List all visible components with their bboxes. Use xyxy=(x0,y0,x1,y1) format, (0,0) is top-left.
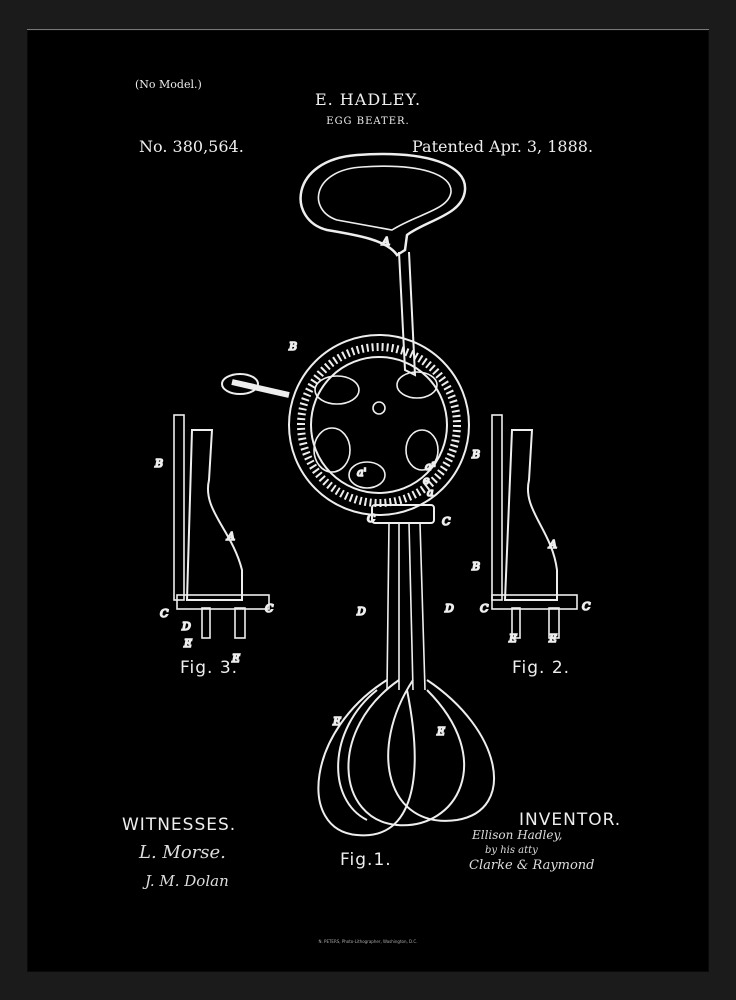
beater-shaft xyxy=(371,504,435,691)
label-C: C xyxy=(442,515,451,528)
label-A: A xyxy=(381,235,390,248)
inventor-heading: INVENTOR. xyxy=(519,810,622,830)
patent-number: No. 380,564. xyxy=(139,137,244,156)
patent-title: EGG BEATER. xyxy=(326,116,410,127)
label-e: e xyxy=(423,474,430,487)
fig3-label-A: A xyxy=(226,530,235,543)
fig2-label-B: B xyxy=(471,560,480,573)
label-D: D xyxy=(356,605,366,618)
fig2-section xyxy=(491,414,578,639)
egg-beater-drawing: A B C C D D E E a² a e a' B A C C D E E … xyxy=(153,152,592,837)
by-attorney: by his atty xyxy=(485,845,538,856)
label-a1: a' xyxy=(357,466,367,479)
label-D: D xyxy=(444,602,454,615)
fig3-label-B: B xyxy=(154,457,163,470)
fig3-section xyxy=(173,414,270,639)
inventor-name: E. HADLEY. xyxy=(314,90,422,109)
fig2-label-C: C xyxy=(582,600,591,613)
attorney-signature: Clarke & Raymond xyxy=(469,858,595,873)
label-C: C xyxy=(367,512,376,525)
fig2-label-A: A xyxy=(548,538,557,551)
patent-date: Patented Apr. 3, 1888. xyxy=(412,137,594,156)
fig3-label-E: E xyxy=(231,652,240,665)
fig3-caption: Fig. 3. xyxy=(180,658,239,678)
no-model-note: (No Model.) xyxy=(135,78,202,91)
witnesses-heading: WITNESSES. xyxy=(122,815,237,835)
fig3-label-D: D xyxy=(181,620,191,633)
whisk-loops xyxy=(317,679,495,837)
fig3-label-E: E xyxy=(183,637,192,650)
fig1-caption: Fig.1. xyxy=(340,850,392,870)
witness-signature: L. Morse. xyxy=(139,842,226,863)
fig3-label-C: C xyxy=(160,607,169,620)
handle xyxy=(299,152,467,377)
inventor-signature: Ellison Hadley, xyxy=(472,828,563,842)
label-a: a xyxy=(427,486,434,499)
patent-poster: (No Model.) E. HADLEY. EGG BEATER. No. 3… xyxy=(27,29,709,972)
label-E: E xyxy=(332,715,341,728)
crank-handle xyxy=(221,373,290,398)
label-a2: a² xyxy=(425,460,436,473)
fig2-label-E: E xyxy=(548,632,557,645)
fig2-label-C: C xyxy=(480,602,489,615)
witness-signature: J. M. Dolan xyxy=(145,872,229,890)
fig3-label-C: C xyxy=(265,602,274,615)
label-B: B xyxy=(288,340,297,353)
lithographer-footer: N. PETERS, Photo-Lithographer, Washingto… xyxy=(318,939,418,944)
fig2-label-B: B xyxy=(471,448,480,461)
label-E: E xyxy=(436,725,445,738)
fig2-caption: Fig. 2. xyxy=(512,658,571,678)
gear-wheel xyxy=(288,334,470,516)
fig2-label-E: E xyxy=(508,632,517,645)
